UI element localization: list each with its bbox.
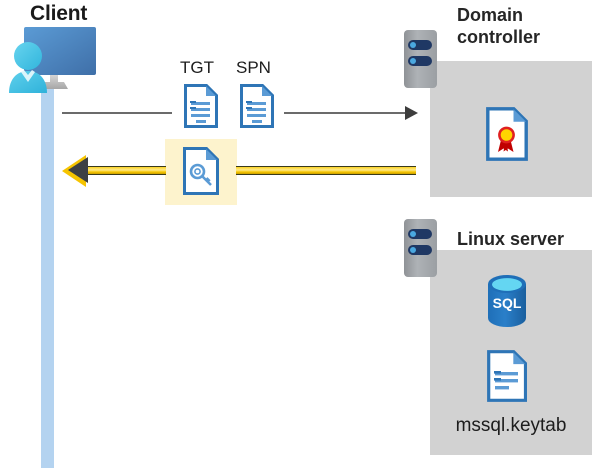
request-line-left (62, 112, 172, 114)
keytab-filename-label: mssql.keytab (455, 415, 567, 436)
ticket-key-document-icon (183, 147, 219, 195)
reply-arrowhead-icon (68, 157, 88, 183)
tgt-document-icon (184, 84, 218, 133)
certificate-document-icon (486, 107, 528, 161)
spn-label: SPN (236, 58, 271, 77)
spn-document-icon (240, 84, 274, 133)
reply-line-right (236, 166, 416, 175)
server-led-icon (408, 56, 432, 66)
request-arrowhead-icon (405, 106, 418, 120)
reply-line-left (80, 166, 166, 175)
domain-controller-title: Domain controller (457, 5, 541, 47)
keytab-document-icon (487, 350, 528, 402)
server-led-icon (408, 40, 432, 50)
server-led-icon (408, 245, 432, 255)
request-line-right (284, 112, 408, 114)
domain-controller-server-icon (404, 30, 437, 88)
server-led-icon (408, 229, 432, 239)
user-monitor-icon (6, 25, 98, 93)
client-lifeline (41, 84, 54, 468)
linux-server-icon (404, 219, 437, 277)
sql-icon-label: SQL (493, 295, 522, 311)
sql-database-icon: SQL (486, 275, 528, 327)
client-title: Client (30, 2, 88, 25)
tgt-label: TGT (180, 58, 214, 77)
linux-server-title: Linux server (457, 229, 565, 249)
